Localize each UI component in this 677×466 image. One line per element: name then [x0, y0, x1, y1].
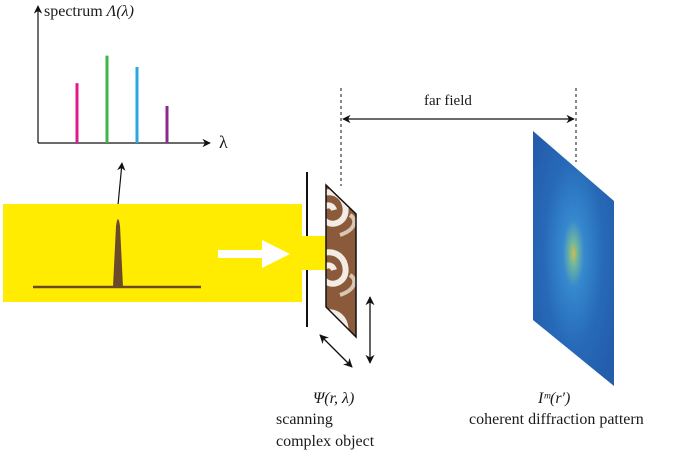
aperture-hole	[302, 236, 309, 270]
spectrum-pointer-arrow	[117, 162, 126, 206]
detector-symbol: Iᵐ(r′)	[538, 390, 571, 407]
object-caption-line2: complex object	[276, 433, 375, 450]
spectrum-axis-label: spectrum Λ(λ)	[44, 4, 134, 20]
far-field-label: far field	[424, 93, 472, 109]
far-field-indicator	[340, 88, 577, 186]
complex-object	[319, 183, 375, 368]
pulse-peak	[113, 219, 123, 287]
spectrum-axis-symbol: Λ(λ)	[106, 3, 134, 20]
light-beam	[3, 204, 326, 302]
pattern-noise	[533, 131, 614, 386]
object-scan-diagonal-arrow	[319, 334, 353, 368]
object-caption-line1: scanning	[276, 411, 333, 428]
object-symbol: Ψ(r, λ)	[313, 390, 355, 407]
detector-caption: coherent diffraction pattern	[469, 411, 644, 428]
beam-direction-arrow	[218, 240, 290, 268]
pattern-detector	[533, 131, 614, 386]
spectrum-lines	[75, 55, 169, 143]
spectrum-plot	[33, 5, 211, 148]
diffraction-pattern	[533, 131, 614, 386]
spectrum-x-label: λ	[219, 132, 228, 152]
spectrum-axis-text: spectrum	[44, 3, 103, 20]
object-sample	[325, 183, 357, 339]
